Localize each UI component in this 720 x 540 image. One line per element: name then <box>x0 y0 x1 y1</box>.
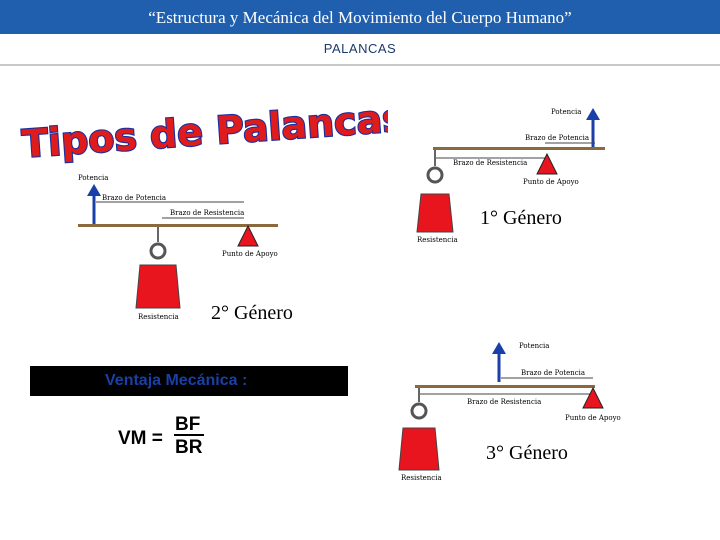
formula-denominator: BR <box>175 437 203 458</box>
arrow-head-icon <box>492 342 506 354</box>
weight-icon <box>416 193 454 233</box>
main-title: Tipos de Palancas <box>20 95 388 165</box>
lever-beam <box>433 147 605 150</box>
caption-second-class: 2° Género <box>211 302 293 324</box>
label-brazo-potencia-2: Brazo de Potencia <box>102 194 166 202</box>
label-punto-apoyo: Punto de Apoyo <box>523 178 579 186</box>
label-brazo-resistencia-2: Brazo de Resistencia <box>170 209 244 217</box>
lever-diagram-second-class: Potencia Brazo de Potencia Brazo de Resi… <box>72 168 282 323</box>
lever-diagram-first-class: Potencia Brazo de Potencia Brazo de Resi… <box>405 100 615 250</box>
hook-icon <box>410 402 428 420</box>
formula-left: VM = <box>118 428 163 449</box>
main-title-text: Tipos de Palancas <box>21 96 388 165</box>
arrow-head-icon <box>87 184 101 196</box>
header-bar <box>0 0 720 34</box>
ventaja-mecanica-label: Ventaja Mecánica : <box>105 372 248 389</box>
label-potencia-2: Potencia <box>78 174 108 182</box>
label-resistencia: Resistencia <box>417 236 458 244</box>
fulcrum-icon <box>237 224 259 247</box>
hook-icon <box>149 242 167 260</box>
label-resistencia-2: Resistencia <box>138 313 179 321</box>
ventaja-mecanica-bar <box>30 366 348 396</box>
lever-beam <box>415 385 595 388</box>
label-punto-apoyo-3: Punto de Apoyo <box>565 414 621 422</box>
label-potencia-3: Potencia <box>519 342 549 350</box>
label-resistencia-3: Resistencia <box>401 474 442 482</box>
subheader-title: PALANCAS <box>323 41 397 56</box>
label-brazo-resistencia: Brazo de Resistencia <box>453 159 527 167</box>
fraction-line <box>174 434 204 436</box>
subheader-bar <box>0 34 720 66</box>
caption-third-class: 3° Género <box>486 442 568 464</box>
fulcrum-icon <box>536 152 558 175</box>
label-brazo-resistencia-3: Brazo de Resistencia <box>467 398 541 406</box>
lever-beam <box>78 224 278 227</box>
label-brazo-potencia: Brazo de Potencia <box>525 134 589 142</box>
formula-numerator: BF <box>175 414 201 435</box>
label-punto-apoyo-2: Punto de Apoyo <box>222 250 278 258</box>
label-brazo-potencia-3: Brazo de Potencia <box>521 369 585 377</box>
fulcrum-icon <box>582 386 604 409</box>
weight-icon <box>135 264 181 309</box>
caption-first-class: 1° Género <box>480 207 562 229</box>
arrow-head-icon <box>586 108 600 120</box>
header-title: “Estructura y Mecánica del Movimiento de… <box>148 8 572 27</box>
label-potencia: Potencia <box>551 108 581 116</box>
hook-icon <box>426 166 444 184</box>
weight-icon <box>398 427 440 471</box>
lever-diagram-third-class: Potencia Brazo de Potencia Brazo de Resi… <box>395 338 635 488</box>
